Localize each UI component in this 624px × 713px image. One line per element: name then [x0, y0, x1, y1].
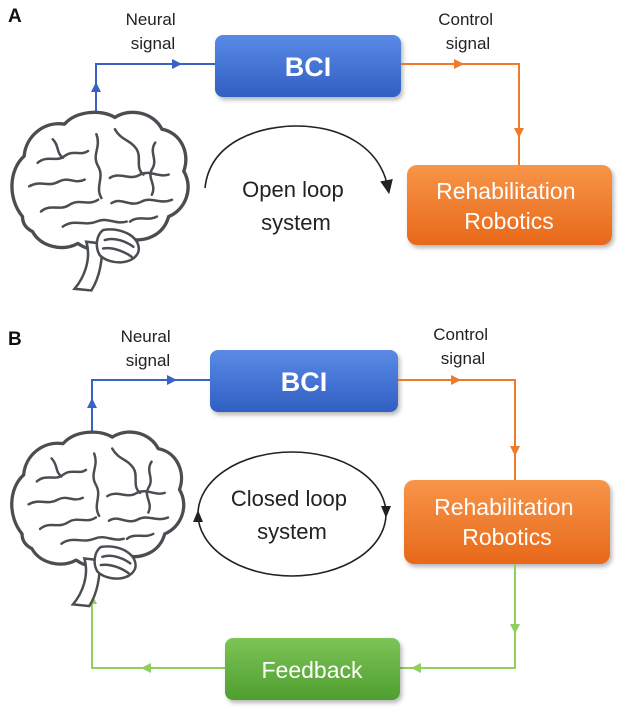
control-signal-label: Control signal [433, 325, 493, 368]
bci-label: BCI [285, 52, 332, 82]
closed-loop-label: Closed loop system [231, 486, 353, 544]
closed-loop-circle [197, 451, 387, 577]
bci-label: BCI [281, 367, 328, 397]
bci-box [215, 35, 401, 97]
neural-signal-label: Neural signal [121, 327, 176, 370]
panel-b: B Neural signal BCI Control signal Rehab… [8, 325, 610, 700]
arrowhead-icon [411, 663, 421, 673]
control-signal-connector [401, 63, 520, 165]
feedback-box [225, 638, 400, 700]
loop-arrowhead-icon [193, 510, 203, 522]
arrowhead-icon [451, 375, 461, 385]
panel-a: A Neural signal BCI Control signal Rehab… [8, 6, 612, 293]
feedback-label: Feedback [261, 657, 363, 683]
open-loop-label: Open loop system [242, 177, 350, 235]
neural-signal-label: Neural signal [126, 10, 181, 53]
brain-icon [10, 110, 190, 293]
rehabilitation-robotics-box [407, 165, 612, 245]
arrowhead-icon [510, 624, 520, 634]
control-signal-label: Control signal [438, 10, 498, 53]
loop-arrowhead-icon [381, 506, 391, 518]
rehabilitation-robotics-box [404, 480, 610, 564]
arrowhead-icon [167, 375, 177, 385]
brain-icon [10, 430, 186, 608]
arrowhead-icon [514, 128, 524, 138]
arrowhead-icon [454, 59, 464, 69]
bci-box [210, 350, 398, 412]
rehabilitation-robotics-label: Rehabilitation Robotics [434, 494, 580, 550]
control-signal-connector [398, 379, 516, 480]
arrowhead-icon [141, 663, 151, 673]
rehabilitation-robotics-label: Rehabilitation Robotics [436, 178, 582, 234]
open-loop-arc [204, 125, 393, 195]
panel-letter: A [8, 6, 22, 27]
arrowhead-icon [91, 82, 101, 92]
arrowhead-icon [87, 398, 97, 408]
feedback-connector [91, 564, 516, 669]
arrowhead-icon [172, 59, 182, 69]
arrowhead-icon [510, 446, 520, 456]
panel-letter: B [8, 329, 22, 350]
